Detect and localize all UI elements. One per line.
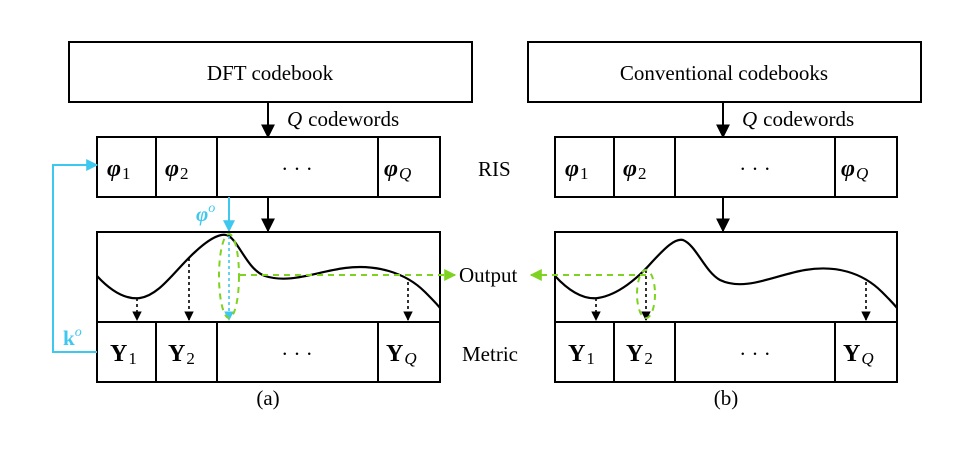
metric-cell-y-1: Y1 bbox=[110, 341, 137, 368]
metric-row-b: Y1 Y2 · · · YQ bbox=[554, 321, 898, 383]
ris-cell-phi-q: φQ bbox=[384, 156, 411, 183]
metric-cell-y-q-b: YQ bbox=[843, 341, 874, 368]
response-curve-b bbox=[554, 238, 898, 309]
ris-label: RIS bbox=[478, 157, 511, 181]
metric-cell-ellipsis-b: · · · bbox=[739, 342, 770, 366]
dft-codebook-box bbox=[68, 41, 473, 103]
ris-cell-phi-1: φ1 bbox=[107, 156, 131, 183]
metric-cell-y-2: Y2 bbox=[168, 341, 195, 368]
conventional-codebooks-label: Conventional codebooks bbox=[620, 61, 828, 85]
selection-ellipse-a bbox=[218, 233, 240, 319]
metric-cell-y-1-b: Y1 bbox=[568, 341, 595, 368]
subfigure-a-label: (a) bbox=[256, 386, 279, 410]
metric-cell-y-2-b: Y2 bbox=[626, 341, 653, 368]
conventional-codebooks-box bbox=[527, 41, 922, 103]
subfigure-b-label: (b) bbox=[714, 386, 739, 410]
ris-row-a: φ1 φ2 · · · φQ bbox=[96, 136, 441, 198]
ris-row-b: φ1 φ2 · · · φQ bbox=[554, 136, 898, 198]
feedback-loop-arrow bbox=[52, 159, 99, 353]
metric-cell-y-q: YQ bbox=[386, 341, 417, 368]
k-o-label: ko bbox=[63, 325, 82, 350]
ris-cell-phi-2-b: φ2 bbox=[623, 156, 647, 183]
ris-cell-ellipsis-a: · · · bbox=[281, 157, 312, 181]
plot-box-b bbox=[554, 231, 898, 323]
phi-o-label: φo bbox=[196, 201, 215, 226]
response-curve-a bbox=[96, 233, 441, 309]
metric-label: Metric bbox=[462, 342, 518, 366]
ris-cell-phi-q-b: φQ bbox=[841, 156, 868, 183]
dft-codebook-label: DFT codebook bbox=[207, 61, 334, 85]
metric-cell-ellipsis-a: · · · bbox=[281, 342, 312, 366]
ris-cell-phi-1-b: φ1 bbox=[565, 156, 589, 183]
selection-ellipse-b bbox=[636, 269, 656, 319]
ris-cell-ellipsis-b: · · · bbox=[739, 157, 770, 181]
metric-row-a: Y1 Y2 · · · YQ bbox=[96, 321, 441, 383]
ris-cell-phi-2: φ2 bbox=[165, 156, 189, 183]
output-label: Output bbox=[459, 263, 518, 287]
